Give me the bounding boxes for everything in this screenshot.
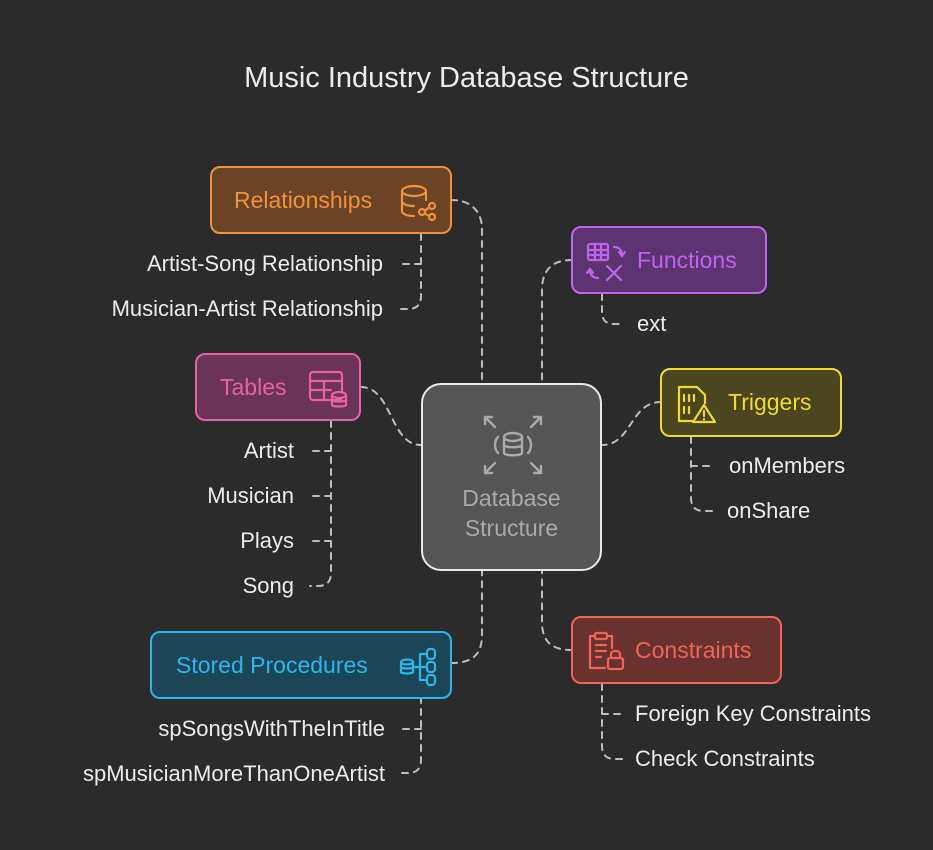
diagram-title: Music Industry Database Structure [244, 62, 689, 94]
procedures-label: Stored Procedures [176, 651, 368, 678]
center-label-line1: Database [462, 485, 561, 511]
list-item: spMusicianMoreThanOneArtist [82, 761, 385, 786]
connector-functions-leaves [601, 293, 623, 325]
functions-label: Functions [637, 246, 737, 273]
center-label-line2: Structure [464, 515, 559, 541]
clipboard-lock-icon [588, 631, 625, 671]
database-expand-icon [483, 415, 543, 475]
connector-tables-leaves [309, 420, 332, 587]
triggers-node[interactable]: Triggers [660, 368, 842, 437]
list-item: Song [242, 573, 294, 598]
list-item: Musician-Artist Relationship [111, 296, 383, 321]
center-label: Database Structure [423, 483, 600, 543]
database-tree-icon [399, 647, 437, 687]
connector-triggers [601, 401, 662, 446]
constraints-node[interactable]: Constraints [571, 616, 782, 684]
list-item: Check Constraints [635, 746, 815, 771]
list-item: onShare [727, 498, 811, 523]
sim-warning-icon [677, 385, 717, 424]
connector-procedures-leaves [398, 696, 422, 774]
center-node[interactable]: Database Structure [421, 383, 602, 571]
triggers-label: Triggers [728, 389, 812, 415]
table-database-icon [308, 370, 348, 408]
constraints-label: Constraints [635, 636, 752, 663]
database-share-icon [400, 184, 437, 222]
list-item: ext [637, 311, 667, 336]
connector-constraints-leaves [601, 683, 624, 760]
connector-functions [541, 259, 573, 384]
procedures-node[interactable]: Stored Procedures [150, 631, 452, 699]
functions-node[interactable]: Functions [571, 226, 767, 294]
list-item: Plays [240, 528, 294, 553]
connector-relationships-leaves [397, 233, 422, 310]
relationships-label: Relationships [234, 186, 373, 213]
connector-constraints [541, 570, 573, 651]
table-function-icon [585, 242, 627, 282]
connector-procedures [450, 570, 483, 664]
list-item: Musician [207, 483, 294, 508]
list-item: onMembers [729, 453, 846, 478]
list-item: spSongsWithTheInTitle [158, 716, 385, 741]
connector-triggers-leaves [690, 436, 713, 512]
list-item: Foreign Key Constraints [635, 701, 871, 726]
tables-label: Tables [220, 373, 287, 400]
list-item: Artist [243, 438, 294, 463]
relationships-node[interactable]: Relationships [210, 166, 452, 234]
tables-node[interactable]: Tables [195, 353, 361, 421]
connector-tables [360, 386, 422, 446]
connector-relationships [450, 199, 483, 384]
list-item: Artist-Song Relationship [146, 251, 383, 276]
